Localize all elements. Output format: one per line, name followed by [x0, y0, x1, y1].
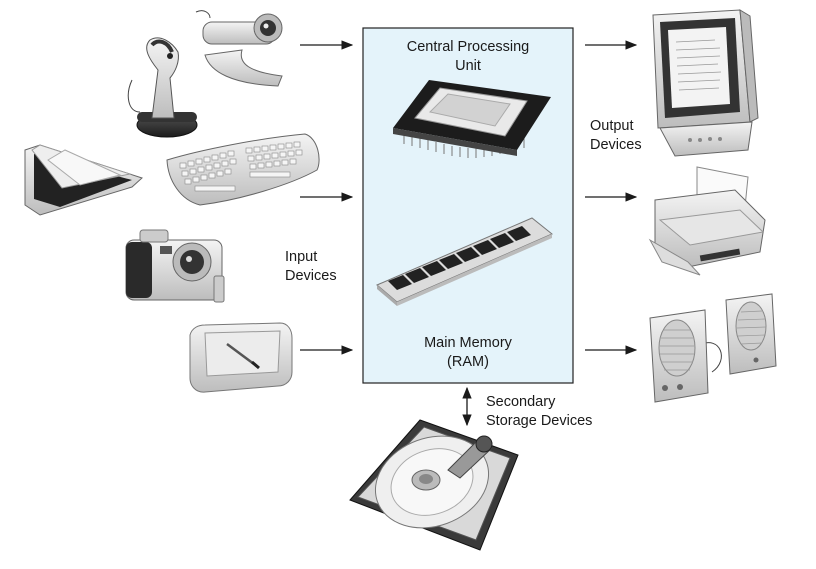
speakers-icon: [649, 293, 777, 403]
hard-drive-icon: [349, 419, 519, 551]
input-label-line-2: Devices: [285, 268, 337, 284]
cpu-label-line-2: Unit: [455, 58, 481, 74]
input-label-line-1: Input: [285, 249, 318, 265]
keyboard-icon: [166, 133, 320, 206]
input-devices-label: Input Devices: [285, 248, 337, 286]
system-box: [362, 27, 574, 384]
joystick-icon: [127, 37, 198, 138]
memory-label-line-1: Main Memory: [424, 335, 512, 351]
memory-label-line-2: (RAM): [447, 354, 489, 370]
printer-icon: [648, 166, 766, 276]
camera-icon: [125, 229, 225, 303]
memory-label: Main Memory (RAM): [363, 334, 573, 372]
output-label-line-1: Output: [590, 118, 634, 134]
output-label-line-2: Devices: [590, 137, 642, 153]
storage-label-line-1: Secondary: [486, 394, 556, 410]
storage-label-line-2: Storage Devices: [486, 413, 593, 429]
cpu-chip-icon: [393, 80, 551, 158]
monitor-icon: [652, 9, 759, 157]
storage-devices-label: Secondary Storage Devices: [486, 393, 592, 431]
cpu-label: Central Processing Unit: [363, 38, 573, 76]
cpu-label-line-1: Central Processing: [406, 39, 530, 55]
output-devices-label: Output Devices: [590, 117, 642, 155]
ram-module-icon: [376, 217, 553, 306]
scanner-icon: [24, 144, 143, 216]
tablet-icon: [189, 322, 293, 393]
webcam-icon: [195, 10, 283, 87]
